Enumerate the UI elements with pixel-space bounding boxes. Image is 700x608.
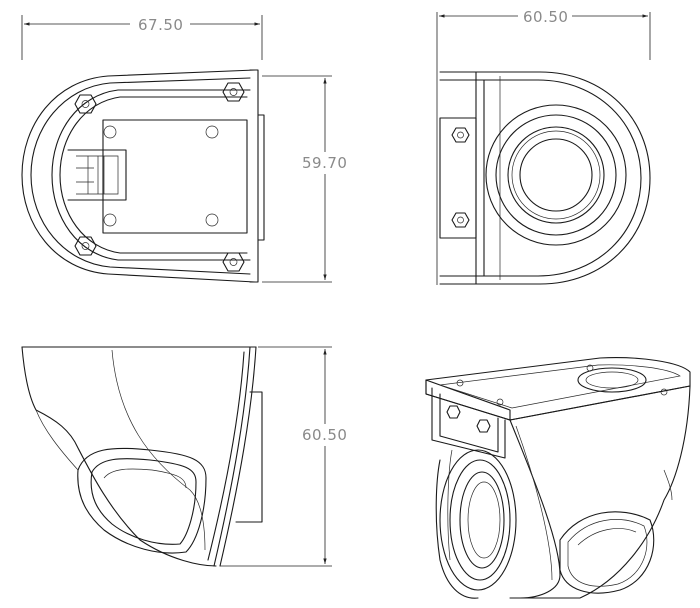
nut-icon [74, 94, 97, 114]
side-view: 60.50 [21, 346, 348, 567]
dimension-height-label: 60.50 [302, 426, 347, 444]
end-view: 60.50 [436, 8, 651, 285]
top-view: 67.50 59.70 [21, 15, 347, 283]
dimension-height-label: 59.70 [302, 154, 347, 172]
nut-icon [74, 236, 97, 256]
nut-icon [451, 127, 470, 143]
nut-icon [446, 405, 461, 419]
nut-icon [476, 419, 491, 433]
dimension-width-label: 67.50 [138, 16, 183, 34]
nut-icon [222, 252, 245, 272]
isometric-view [425, 357, 691, 599]
nut-icon [222, 82, 245, 102]
dimension-width-label: 60.50 [523, 8, 568, 26]
nut-icon [451, 212, 470, 228]
